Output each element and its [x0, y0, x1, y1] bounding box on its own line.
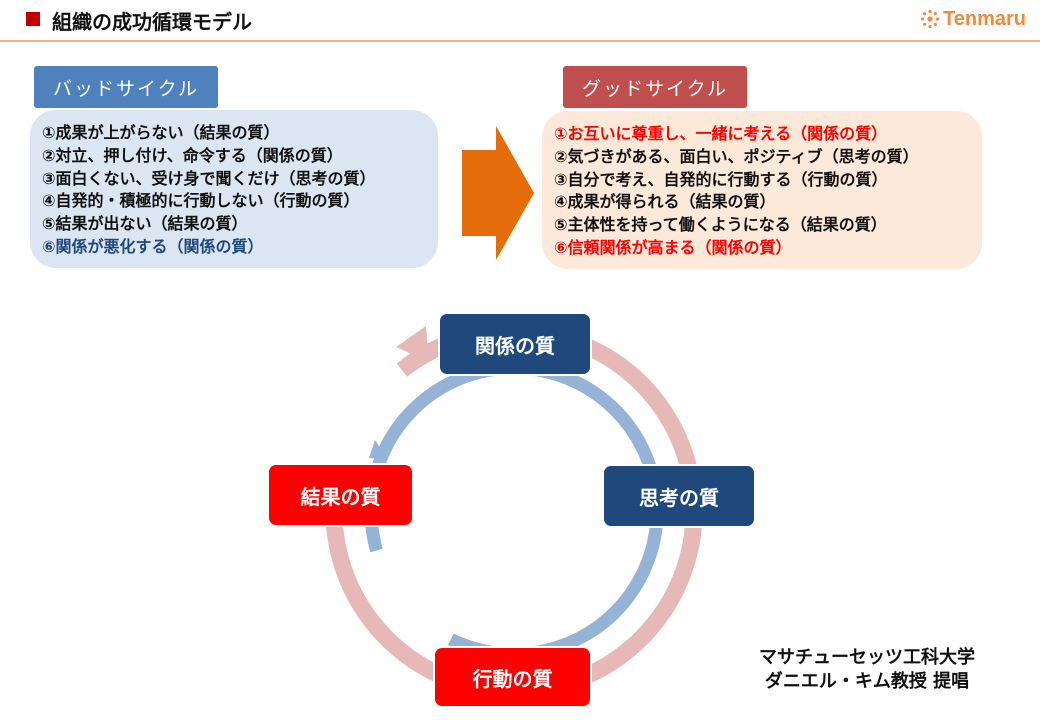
- bad-cycle-item: ②対立、押し付け、命令する（関係の質）: [42, 145, 343, 165]
- title-bullet-icon: [26, 12, 40, 26]
- transition-arrow-icon: [462, 126, 534, 260]
- credit-line-1: マサチューセッツ工科大学: [759, 647, 975, 668]
- good-cycle-item: ②気づきがある、面白い、ポジティブ（思考の質）: [554, 146, 919, 166]
- title-bar: 組織の成功循環モデル Tenmaru: [0, 0, 1040, 42]
- credit-line-2: ダニエル・キム教授 提唱: [764, 671, 970, 692]
- good-cycle-item: ③自分で考え、自発的に行動する（行動の質）: [554, 169, 888, 189]
- good-cycle-item-highlight: ①お互いに尊重し、一緒に考える（関係の質）: [554, 124, 888, 143]
- action-quality-node: 行動の質: [435, 648, 590, 706]
- good-cycle-label: グッドサイクル: [563, 66, 747, 108]
- good-cycle-item: ⑤主体性を持って働くようになる（結果の質）: [554, 215, 887, 235]
- sun-dots-icon: [920, 9, 940, 29]
- bad-cycle-item: ③面白くない、受け身で聞くだけ（思考の質）: [42, 168, 376, 188]
- good-cycle-box: ①お互いに尊重し、一緒に考える（関係の質） ②気づきがある、面白い、ポジティブ（…: [542, 111, 982, 269]
- logo: Tenmaru: [920, 6, 1026, 32]
- bad-cycle-item: ⑤結果が出ない（結果の質）: [42, 214, 248, 234]
- logo-text: Tenmaru: [943, 7, 1026, 30]
- page-title: 組織の成功循環モデル: [52, 10, 252, 34]
- relation-quality-node: 関係の質: [440, 314, 590, 374]
- bad-cycle-item-highlight: ⑥関係が悪化する（関係の質）: [42, 236, 264, 256]
- credit: マサチューセッツ工科大学 ダニエル・キム教授 提唱: [742, 646, 992, 694]
- bad-cycle-item: ④自発的・積極的に行動しない（行動の質）: [42, 191, 360, 211]
- bad-cycle-item: ①成果が上がらない（結果の質）: [42, 123, 280, 142]
- bad-cycle-label: バッドサイクル: [34, 66, 218, 108]
- thinking-quality-node: 思考の質: [604, 466, 754, 526]
- good-cycle-item: ④成果が得られる（結果の質）: [554, 192, 776, 212]
- outer-cycle-arrowhead-icon: [396, 326, 429, 362]
- inner-cycle-arrowhead-icon: [369, 440, 387, 459]
- result-quality-node: 結果の質: [269, 465, 412, 525]
- good-cycle-item-highlight: ⑥信頼関係が高まる（関係の質）: [554, 237, 792, 257]
- bad-cycle-box: ①成果が上がらない（結果の質） ②対立、押し付け、命令する（関係の質） ③面白く…: [30, 110, 438, 268]
